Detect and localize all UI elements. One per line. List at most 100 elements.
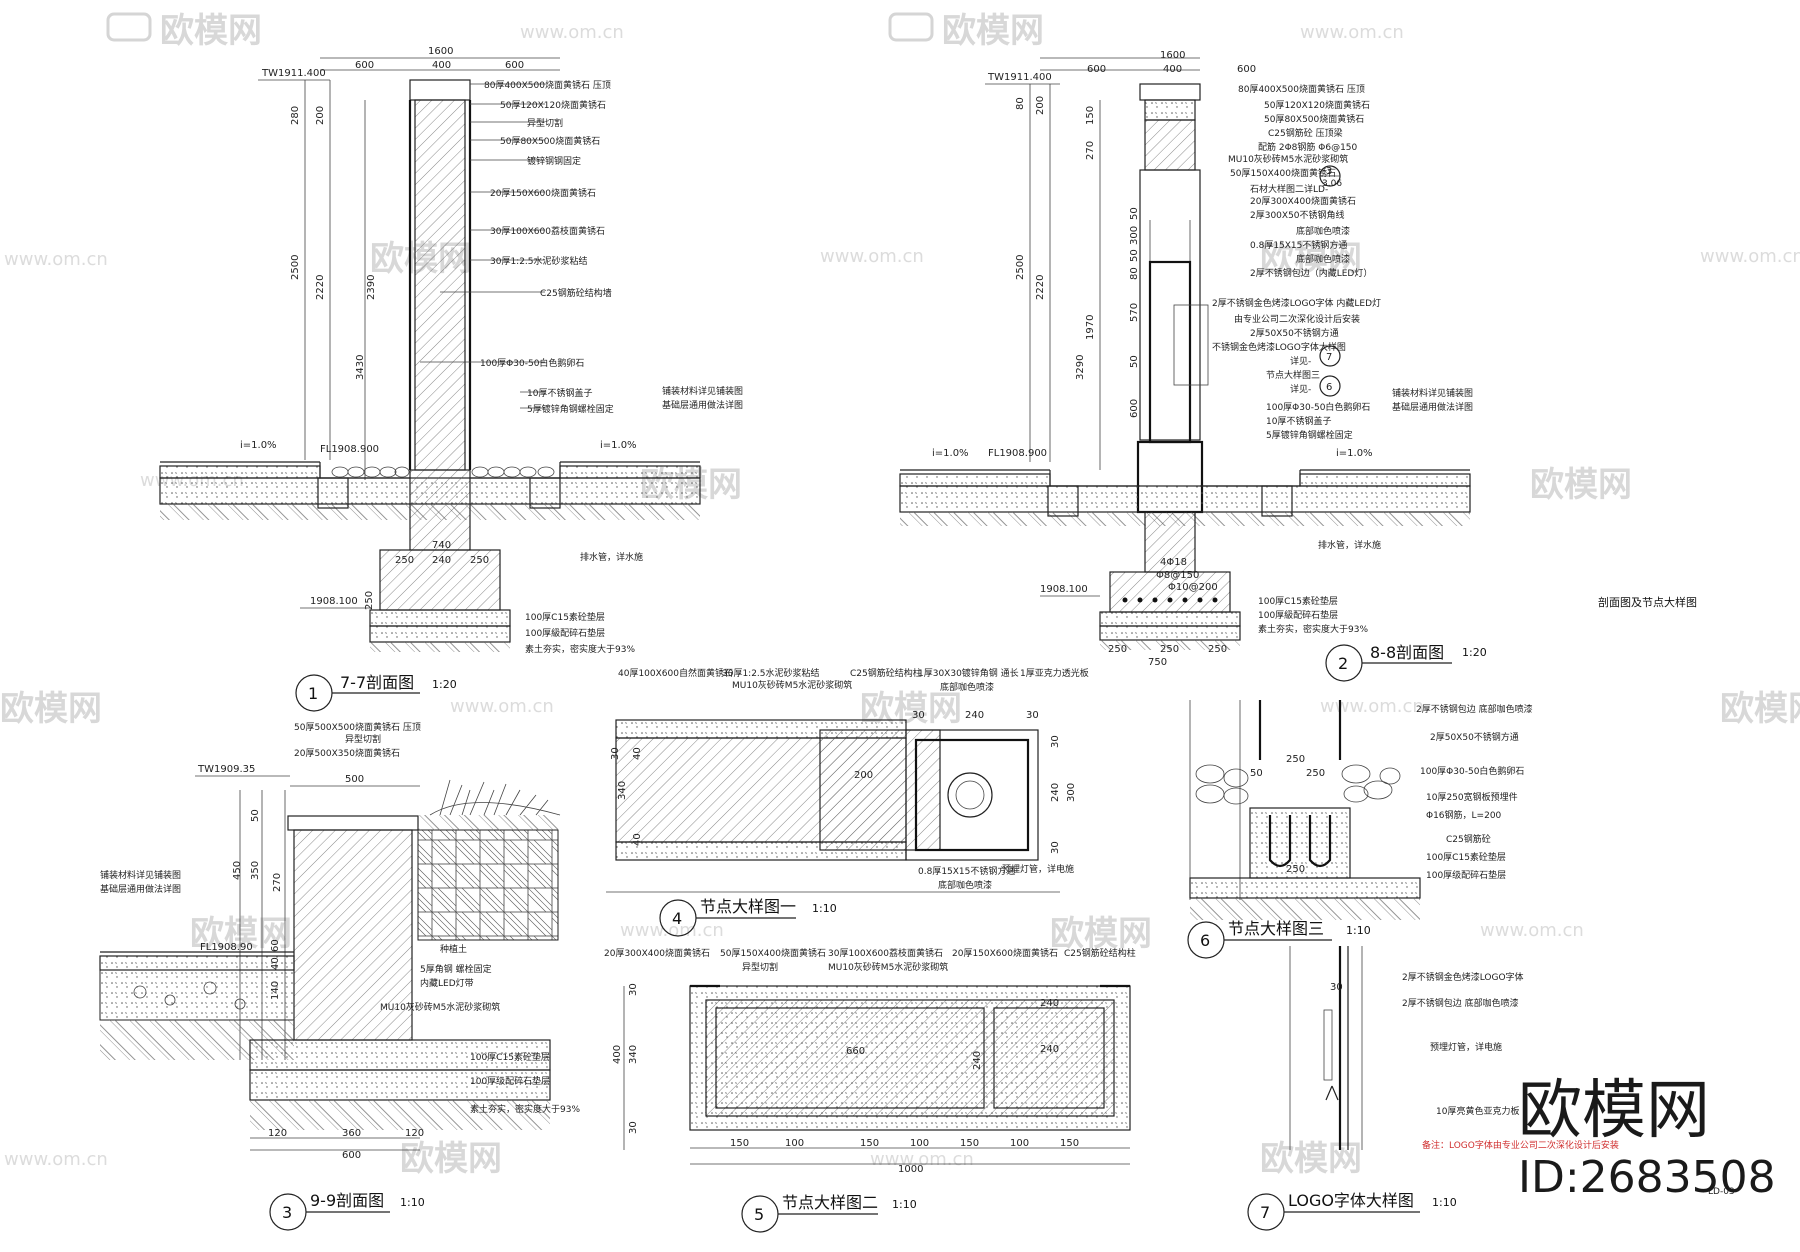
note: 10厚250宽钢板预埋件 [1426, 791, 1518, 803]
note: Φ16钢筋，L=200 [1426, 809, 1502, 821]
pebbles-right [471, 466, 555, 478]
watermark-url: www.om.cn [1320, 696, 1424, 717]
dim-v-200: 200 [315, 106, 326, 125]
dim-250c: 250 [1306, 768, 1325, 779]
watermark-brand: 欧模网 [0, 689, 102, 729]
section-8-8: 1600 600 400 600 TW1911.400 80 200 150 2… [899, 50, 1697, 668]
note: 2厚不锈钢包边（内藏LED灯） [1250, 267, 1372, 279]
dim-h-660: 660 [846, 1046, 865, 1057]
dim-v-80: 80 [1015, 97, 1026, 110]
watermark-brand: 欧模网 [1050, 914, 1152, 954]
note: 10厚不锈钢盖子 [1266, 415, 1331, 427]
rebar-3: Φ10@200 [1168, 582, 1218, 593]
note: 50厚120X120烧面黄锈石 [500, 99, 606, 111]
note: 5厚镀锌角钢螺栓固定 [1266, 429, 1353, 441]
dim-h-100: 100 [785, 1138, 804, 1149]
dim-b-250a: 250 [1108, 644, 1127, 655]
dim-h-100: 100 [910, 1138, 929, 1149]
dim-v-350: 350 [250, 861, 261, 880]
dim-b-120b: 120 [405, 1128, 424, 1139]
slope-right: i=1.0% [1336, 448, 1373, 459]
pebbles-left [331, 466, 410, 478]
title-text: 9-9剖面图 [310, 1191, 384, 1210]
svg-text:3.06: 3.06 [1322, 179, 1342, 189]
watermark-url: www.om.cn [450, 696, 554, 717]
gravel [133, 981, 246, 1010]
title-3: 3 9-9剖面图 1:10 [269, 1191, 425, 1231]
note: 100厚C15素砼垫层 [1258, 595, 1338, 607]
dim-left: 600 [355, 60, 374, 71]
corner-watermark-id: ID:2683508 [1518, 1152, 1776, 1203]
watermark-layer: 欧模网 www.om.cn 欧模网 www.om.cn www.om.cn 欧模… [0, 11, 1800, 1179]
dim-v-300: 300 [1129, 226, 1140, 245]
note: 100厚級配碎石垫层 [525, 627, 605, 639]
title-text: LOGO字体大样图 [1288, 1191, 1414, 1210]
ref-circle-6: 6 [1319, 375, 1341, 397]
dim-v-30b: 30 [1050, 841, 1061, 854]
dim-top-500: 500 [345, 774, 364, 785]
elev-bot: 1908.100 [310, 596, 358, 607]
elev-top: TW1911.400 [261, 68, 326, 79]
watermark-brand: 欧模网 [1530, 465, 1632, 505]
watermark-brand: 欧模网 [160, 11, 262, 51]
dim-h-240b: 240 [1040, 1044, 1059, 1055]
dim-h-150: 150 [1060, 1138, 1079, 1149]
red-remark: 备注：LOGO字体由专业公司二次深化设计后安装 [1422, 1139, 1619, 1151]
note: 100厚C15素砼垫层 [470, 1051, 550, 1063]
dim-b-120a: 120 [268, 1128, 287, 1139]
note: 20厚500X350烧面黄锈石 [294, 747, 400, 759]
dim-v-30: 30 [610, 747, 621, 760]
note: C25钢筋砼结构墙 [540, 287, 612, 299]
detail-node-7: 30 2厚不锈钢金色烤漆LOGO字体 2厚不锈钢包边 底部咖色喷漆 预埋灯管，详… [1289, 946, 1735, 1197]
elev-mid: FL1908.900 [988, 448, 1047, 459]
watermark-5: 欧模网 www.om.cn 欧模网 www.om.cn 欧模网 [0, 689, 1800, 729]
dim-250b: 250 [1286, 864, 1305, 875]
note: 50厚500X500烧面黄锈石 压顶 [294, 721, 421, 733]
dim-v-2220: 2220 [1035, 275, 1046, 300]
svg-text:2: 2 [1338, 654, 1348, 673]
dim-b-600: 600 [342, 1150, 361, 1161]
title-1: 1 7-7剖面图 1:20 [295, 673, 457, 712]
title-scale: 1:10 [892, 1198, 917, 1211]
dim-b-740: 740 [432, 540, 451, 551]
note: MU10灰砂砖M5水泥砂浆砌筑 [380, 1001, 500, 1013]
notes-8-8: 80厚400X500烧面黄锈石 压顶 50厚120X120烧面黄锈石 50厚80… [1212, 83, 1473, 635]
watermark-brand: 欧模网 [400, 1139, 502, 1179]
title-scale: 1:10 [1432, 1196, 1457, 1209]
dim-width-total: 1600 [1160, 50, 1185, 61]
note: 2厚50X50不锈钢方通 [1430, 731, 1519, 743]
note: 30厚100X600荔枝面黄锈石 [828, 947, 943, 959]
note: 80厚400X500烧面黄锈石 压顶 [484, 79, 611, 91]
section-9-9: TW1909.35 500 50 450 350 270 60 40 140 [99, 721, 580, 1161]
dim-v-2500: 2500 [290, 255, 301, 280]
sheet-title: 剖面图及节点大样图 [1598, 595, 1697, 609]
watermark-url: www.om.cn [1480, 920, 1584, 941]
watermark-1: 欧模网 www.om.cn [106, 11, 624, 51]
watermark-6: 欧模网 www.om.cn 欧模网 www.om.cn [190, 914, 1584, 954]
rebar-dots [1122, 597, 1218, 603]
note: 100厚Φ30-50白色鹅卵石 [1420, 765, 1524, 777]
svg-text:3: 3 [282, 1203, 292, 1222]
watermark-url: www.om.cn [870, 1149, 974, 1170]
dim-h-30b: 30 [1026, 710, 1039, 721]
dim-h-1000: 1000 [898, 1164, 923, 1175]
note: 底部咖色喷漆 [940, 681, 994, 693]
sheet-ref: LD-03 [1708, 1187, 1735, 1197]
pebbles [1195, 764, 1401, 805]
dim-v-240: 240 [1050, 783, 1061, 802]
note: 预埋灯管，详电施 [1430, 1041, 1502, 1053]
plants [429, 779, 561, 816]
dim-v-300: 300 [1066, 783, 1077, 802]
dim-b-250a: 250 [395, 555, 414, 566]
dim-v-400: 400 [612, 1045, 623, 1064]
svg-text:1: 1 [308, 684, 318, 703]
note: 50厚150X400烧面黄锈石 [1230, 167, 1336, 179]
dim-h-240: 240 [965, 710, 984, 721]
note: 排水管，详水施 [580, 551, 643, 563]
dim-v-40: 40 [632, 747, 643, 760]
note: 详见- [1290, 383, 1311, 395]
notes-node-5: 20厚300X400烧面黄锈石 50厚150X400烧面黄锈石 异型切割 30厚… [604, 947, 1136, 973]
note: 种植土 [440, 943, 467, 955]
watermark-url: www.om.cn [1700, 246, 1800, 267]
note: 底部咖色喷漆 [1296, 253, 1350, 265]
